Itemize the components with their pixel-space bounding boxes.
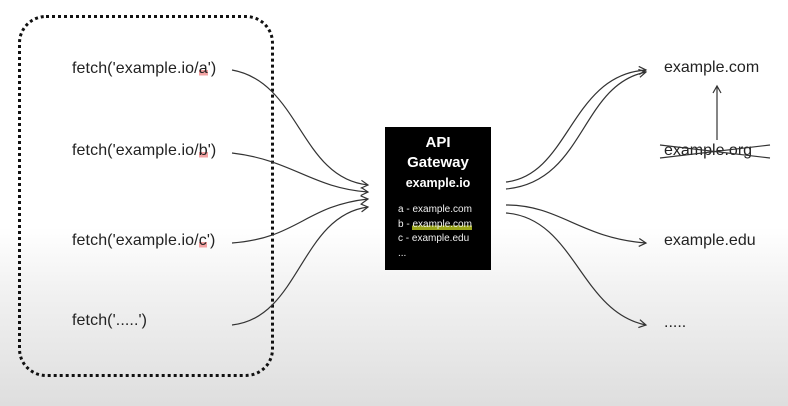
arrow-fetch-other-to-gateway (231, 203, 370, 326)
gateway-host: example.io (405, 176, 471, 190)
destination-example-edu: example.edu (664, 232, 756, 249)
arrow-fetch-b-to-gateway (231, 152, 370, 197)
arrow-gateway-to-com-1 (505, 65, 648, 183)
path-a-highlight: a (198, 60, 208, 77)
arrow-fetch-a-to-gateway (231, 69, 370, 189)
destination-more: ..... (664, 314, 687, 331)
gateway-route-table: a - example.com b - example.com c - exam… (398, 203, 472, 261)
route-c: c - example.edu (398, 233, 470, 244)
route-b: b - example.com (398, 218, 472, 230)
arrow-gateway-to-more (505, 212, 648, 329)
fetch-call-other: fetch('.....') (72, 312, 148, 329)
path-c-highlight: c (198, 232, 207, 249)
route-b-highlight: example.com (412, 218, 472, 230)
arrow-gateway-to-edu (505, 204, 648, 247)
client-group-box (18, 15, 274, 377)
arrow-gateway-to-com-2 (505, 68, 648, 190)
arrow-fetch-c-to-gateway (231, 195, 370, 244)
fetch-call-b: fetch('example.io/b') (72, 142, 217, 159)
api-gateway-box: API Gateway example.io a - example.com b… (385, 127, 491, 270)
strike-org-2 (659, 144, 771, 159)
route-more: ... (398, 247, 407, 259)
destination-example-com: example.com (664, 59, 760, 76)
fetch-call-c: fetch('example.io/c') (72, 232, 216, 249)
path-b-highlight: b (198, 142, 208, 159)
fetch-call-a: fetch('example.io/a') (72, 60, 217, 77)
route-a: a - example.com (398, 204, 472, 215)
gateway-title: API Gateway (407, 134, 469, 171)
